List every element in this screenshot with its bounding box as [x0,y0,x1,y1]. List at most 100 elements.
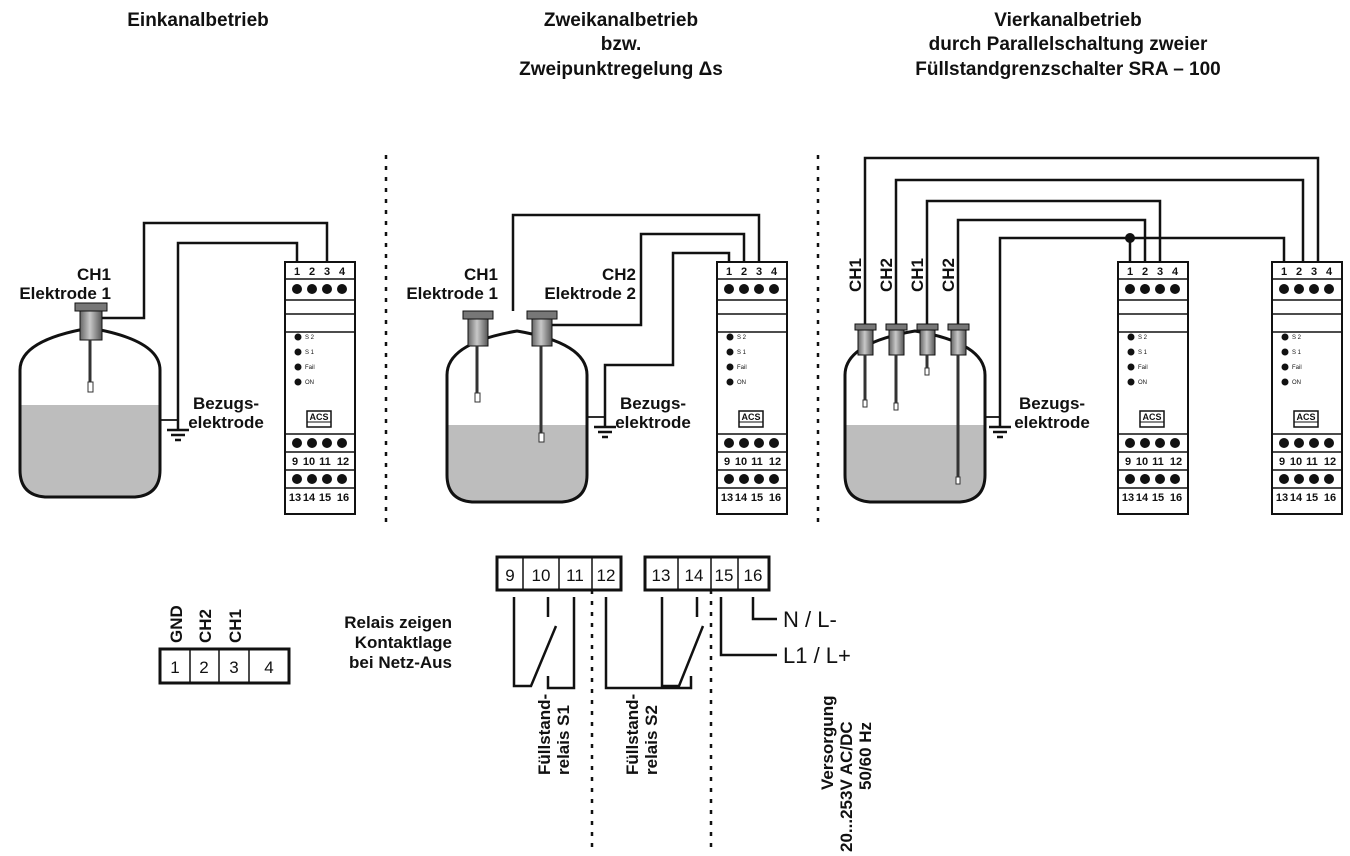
relay-s1-label-line2: relais S1 [554,705,573,775]
label-ref-single-2: elektrode [188,413,264,432]
led-label: S 1 [737,350,747,356]
relay-s2-label-line2: relais S2 [642,705,661,775]
terminal-1: 1 [294,266,300,278]
supply-label-line: L1 / L+ [783,643,851,668]
terminal-14: 14 [303,492,316,504]
pinout-terminal-2: 2 [199,658,208,677]
title-dual-line3: Zweipunktregelung Δs [519,59,723,80]
wire-ref-dual [603,251,731,417]
terminal-10: 10 [1290,456,1302,468]
relay-note-line3: bei Netz-Aus [349,653,452,672]
led-label: S 1 [1292,350,1302,356]
terminal-1: 1 [1127,266,1133,278]
terminal-15: 15 [1306,492,1318,504]
relay-s1-label-line1: Füllstand- [535,694,554,775]
terminal-14: 14 [735,492,748,504]
title-dual-line2: bzw. [601,34,641,55]
label-ch1-single: CH1 [77,265,111,284]
terminal-3: 3 [1311,266,1317,278]
led-label: ON [1292,380,1301,386]
terminal-16: 16 [1170,492,1182,504]
terminal-9: 9 [724,456,730,468]
terminal-11: 11 [1152,456,1164,468]
relay-s1-contact-no [546,597,576,690]
tank-single [18,326,191,499]
terminal-10: 10 [1136,456,1148,468]
label-q-ch1-a: CH1 [846,258,865,292]
terminal-15: 15 [319,492,331,504]
led-label: S 2 [305,335,315,341]
electrode-q2 [885,323,908,411]
electrode-q1 [854,323,877,408]
electrode-2-dual [526,310,558,443]
supply-wire-line [719,597,777,657]
acs-logo: ACS [309,412,328,422]
led-label: ON [1138,380,1147,386]
terminal-10: 10 [303,456,315,468]
relay-terminal-strip-right [643,555,771,592]
terminal-14: 14 [1136,492,1149,504]
led-label: S 1 [1138,350,1148,356]
title-quad-line2: durch Parallelschaltung zweier [929,34,1208,55]
acs-logo: ACS [741,412,760,422]
module-dual [716,261,788,515]
led-label: ON [305,380,314,386]
module-quad-2 [1271,261,1343,515]
terminal-2: 2 [1296,266,1302,278]
terminal-3: 3 [756,266,762,278]
terminal-10: 10 [735,456,747,468]
electrode-q3 [916,323,939,376]
wire-q-ch2-a [894,178,1305,324]
terminal-15: 15 [751,492,763,504]
terminal-1: 1 [726,266,732,278]
led-label: Fail [305,365,315,371]
relay-terminal-10: 10 [532,566,551,585]
relay-terminal-16: 16 [744,566,763,585]
terminal-2: 2 [741,266,747,278]
label-q-ch2-b: CH2 [939,258,958,292]
label-ref-quad-2: elektrode [1014,413,1090,432]
label-q-ch2-a: CH2 [877,258,896,292]
terminal-2: 2 [1142,266,1148,278]
terminal-9: 9 [1279,456,1285,468]
label-ref-dual-1: Bezugs- [620,394,686,413]
relay-s2-label-line1: Füllstand- [623,694,642,775]
electrode-1-dual [462,310,494,403]
label-q-ch1-b: CH1 [908,258,927,292]
wire-q-ch1-b [925,199,1162,324]
pinout-block [158,647,291,685]
label-ch1-dual: CH1 [464,265,498,284]
led-label: Fail [1292,365,1302,371]
terminal-11: 11 [1306,456,1318,468]
terminal-12: 12 [337,456,349,468]
led-label: Fail [737,365,747,371]
supply-label-neutral: N / L- [783,607,837,632]
terminal-13: 13 [1122,492,1134,504]
title-single: Einkanalbetrieb [127,10,269,31]
acs-logo: ACS [1142,412,1161,422]
label-electrode2-dual: Elektrode 2 [544,284,636,303]
label-electrode1-single: Elektrode 1 [19,284,111,303]
wire-ch1-single [102,221,329,320]
label-electrode1-dual: Elektrode 1 [406,284,498,303]
module-quad-1 [1117,261,1189,515]
label-ref-quad-1: Bezugs- [1019,394,1085,413]
relay-note-line1: Relais zeigen [344,613,452,632]
terminal-12: 12 [769,456,781,468]
led-label: S 2 [1138,335,1148,341]
led-label: ON [737,380,746,386]
title-dual-line1: Zweikanalbetrieb [544,10,698,31]
led-label: S 2 [1292,335,1302,341]
pinout-signal-ch1: CH1 [226,609,245,643]
relay-terminal-11: 11 [566,566,584,585]
pinout-signal-gnd: GND [167,605,186,643]
title-quad-line3: Füllstandgrenzschalter SRA – 100 [915,59,1221,80]
relay-terminal-14: 14 [685,566,704,585]
relay-s2-contact-no [604,597,693,690]
wire-ref-single [176,241,299,420]
wire-ch2-dual [552,232,746,327]
terminal-2: 2 [309,266,315,278]
